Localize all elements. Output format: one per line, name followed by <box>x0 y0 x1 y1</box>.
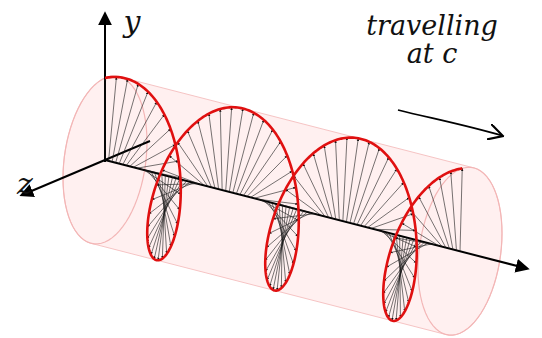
field-vector <box>343 138 347 221</box>
field-vector <box>313 153 332 218</box>
field-vector <box>350 142 369 223</box>
field-vector <box>324 145 336 219</box>
field-vector <box>361 169 397 226</box>
cylinder <box>63 76 502 335</box>
axis-line <box>104 14 106 162</box>
field-vector <box>240 130 273 195</box>
field-vector <box>236 120 263 194</box>
field-vector <box>419 197 446 248</box>
field-vector <box>460 168 462 251</box>
motion-note: travelling at c <box>362 12 502 69</box>
field-vector <box>439 177 452 249</box>
field-vector <box>346 138 358 222</box>
field-vector <box>119 92 148 164</box>
axis-label: y <box>117 6 147 38</box>
field-vector <box>169 156 204 186</box>
field-vector <box>209 114 219 190</box>
field-vector <box>273 214 314 219</box>
field-vector <box>233 113 254 193</box>
field-vector <box>251 171 293 197</box>
field-vector <box>112 79 128 162</box>
field-vector <box>364 182 404 226</box>
axis-label: z <box>10 168 40 200</box>
field-vector <box>451 172 457 251</box>
field-vector <box>375 229 416 230</box>
field-vector <box>226 107 232 191</box>
field-vector <box>152 183 194 200</box>
field-vector <box>395 238 435 245</box>
field-vector <box>178 142 208 186</box>
field-vector <box>243 142 280 196</box>
field-vector <box>390 244 432 253</box>
field-vector <box>137 161 179 168</box>
field-vector <box>429 186 450 249</box>
field-vector <box>247 156 287 197</box>
field-vector <box>105 78 106 160</box>
cylinder-body <box>63 76 502 335</box>
field-vector <box>357 157 389 224</box>
field-vector <box>285 189 321 215</box>
field-vector <box>130 129 171 167</box>
field-vector <box>303 164 329 218</box>
helix-path <box>105 77 462 321</box>
field-vector <box>123 102 157 165</box>
field-vector <box>109 77 117 161</box>
cylinder-end <box>63 76 147 244</box>
field-vector <box>198 121 215 188</box>
cylinder-end <box>418 167 502 335</box>
field-vector <box>402 223 439 246</box>
field-vector <box>220 109 222 190</box>
field-vector <box>116 84 139 163</box>
field-vectors <box>105 77 462 321</box>
field-vector <box>336 140 340 220</box>
field-vector <box>156 184 197 185</box>
helix-curve <box>105 77 462 321</box>
travel-arrow <box>398 110 503 136</box>
field-vector <box>254 187 296 198</box>
axis-line <box>22 141 150 195</box>
field-vector <box>187 131 211 188</box>
